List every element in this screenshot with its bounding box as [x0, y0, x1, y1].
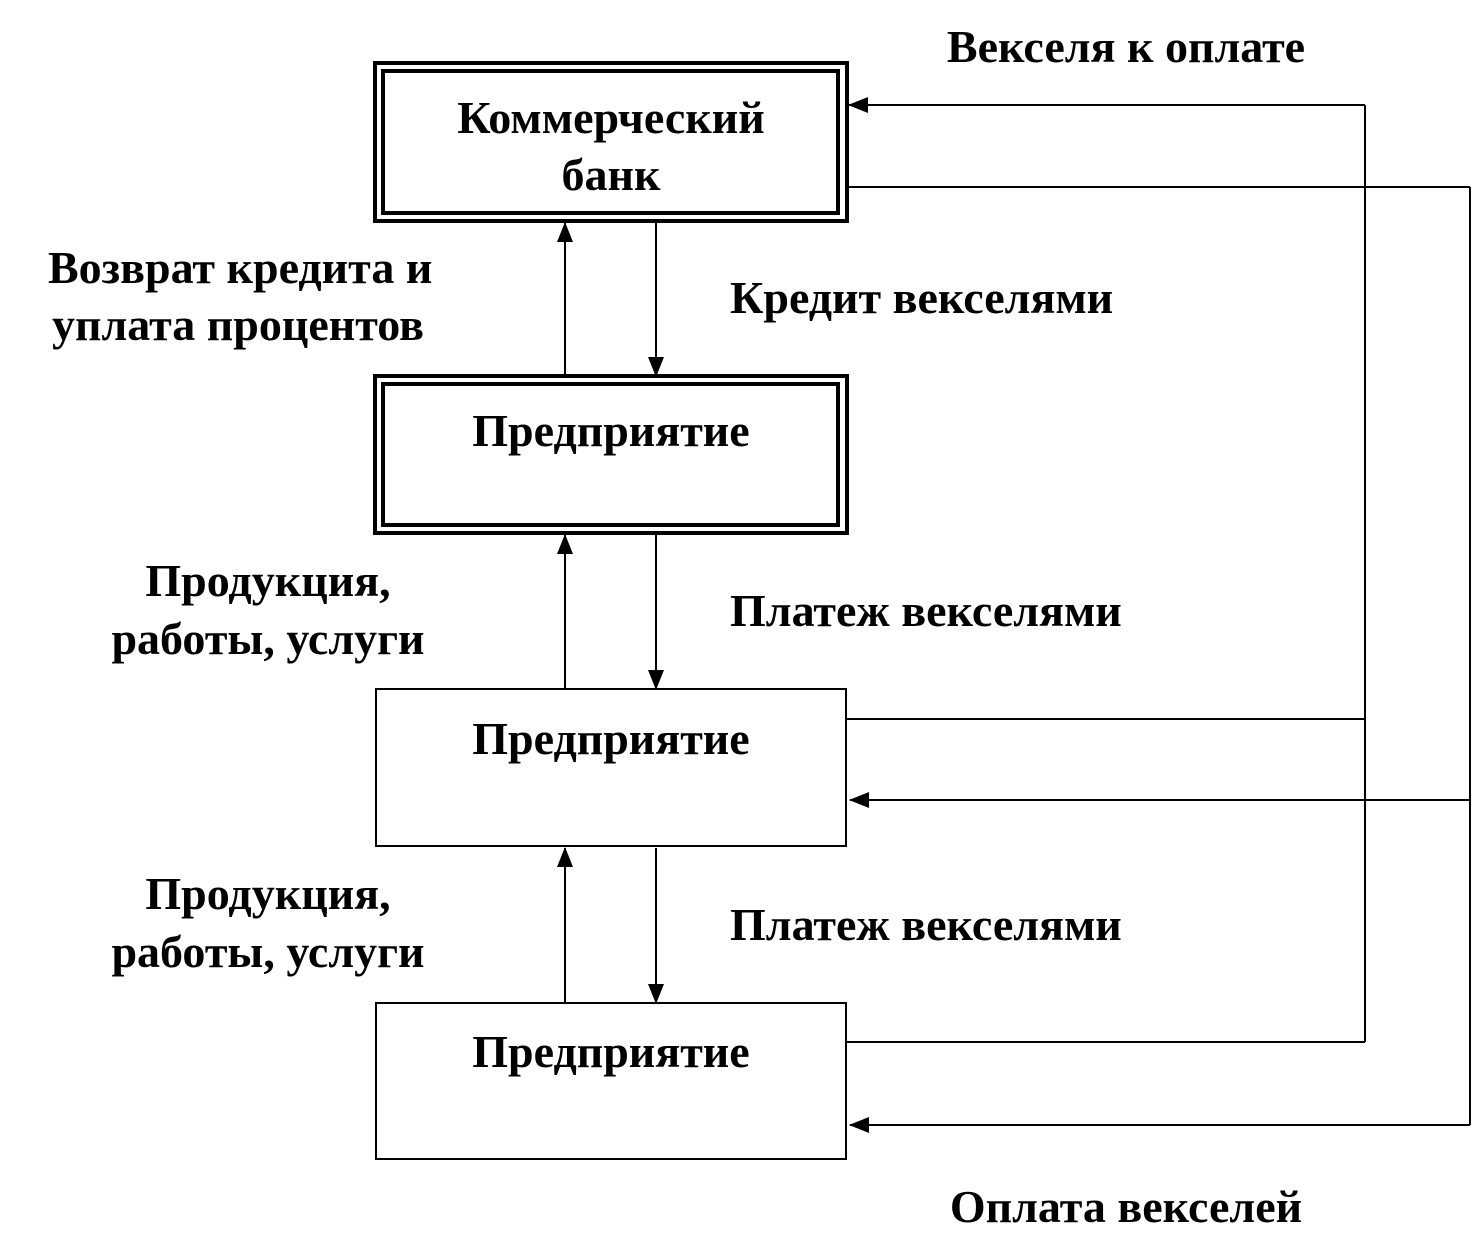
enterprise-3-label: Предприятие — [472, 1026, 749, 1077]
node-enterprise-2: Предприятие — [375, 688, 847, 847]
label-products-1-line2: работы, услуги — [111, 613, 424, 664]
label-repayment-line2: уплата процентов — [52, 299, 424, 350]
label-products-2-line1: Продукция, — [145, 868, 390, 919]
connector-bills-payment — [847, 186, 1471, 1133]
label-products-1-line1: Продукция, — [145, 555, 390, 606]
node-enterprise-1: Предприятие — [373, 374, 849, 535]
label-bills-payment: Оплата векселей — [950, 1181, 1302, 1232]
label-bills-to-payment: Векселя к оплате — [947, 21, 1305, 72]
label-credit-bills: Кредит векселями — [730, 272, 1113, 323]
label-repayment-line1: Возврат кредита и — [48, 242, 432, 293]
bank-label-line2: банк — [561, 149, 661, 200]
node-commercial-bank: Коммерческий банк — [373, 61, 849, 223]
node-enterprise-3: Предприятие — [375, 1002, 847, 1160]
enterprise-1-label: Предприятие — [472, 405, 749, 456]
enterprise-2-label: Предприятие — [472, 713, 749, 764]
label-payment-bills-2: Платеж векселями — [730, 899, 1122, 950]
label-payment-bills-1: Платеж векселями — [730, 585, 1122, 636]
connector-bills-to-payment — [846, 97, 1366, 1043]
bank-label-line1: Коммерческий — [457, 92, 765, 143]
label-products-2-line2: работы, услуги — [111, 926, 424, 977]
